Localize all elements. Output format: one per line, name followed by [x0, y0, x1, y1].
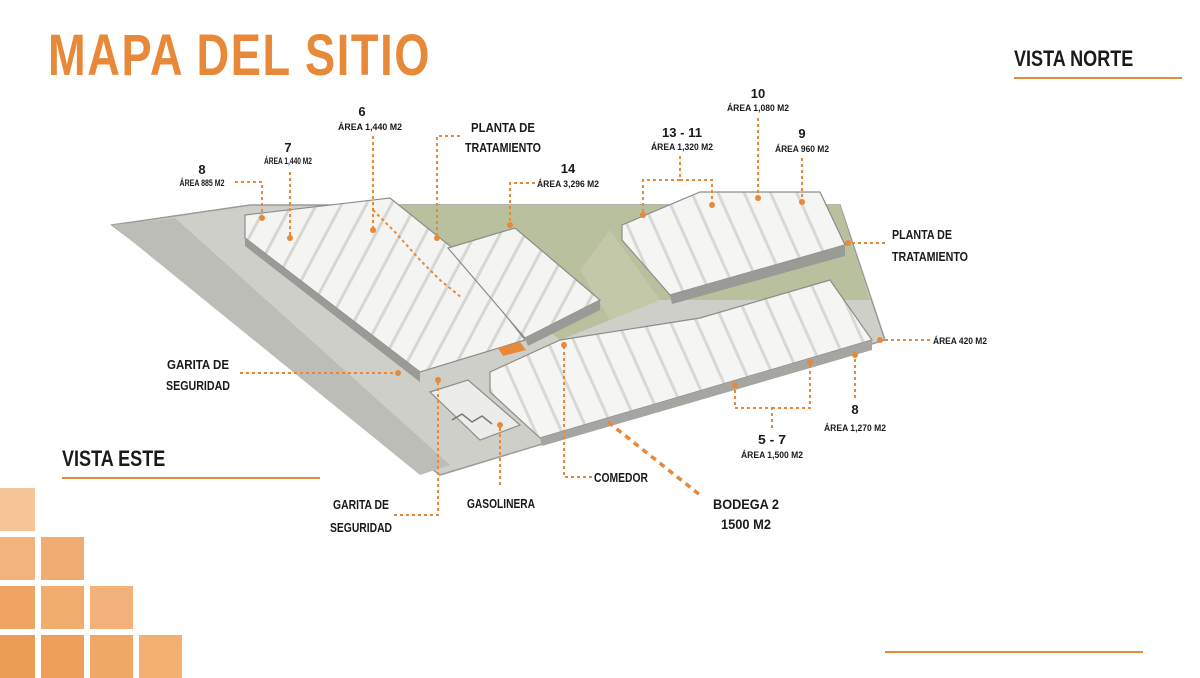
bottom-rule — [885, 651, 1143, 653]
label-b7-num: 7 — [284, 140, 291, 155]
road — [112, 218, 450, 475]
label-plant-top-line2: TRATAMIENTO — [465, 140, 541, 155]
page-title: MAPA DEL SITIO — [48, 23, 431, 88]
label-b13-11-num: 13 - 11 — [662, 125, 702, 140]
label-b14-area: ÁREA 3,296 M2 — [537, 179, 599, 189]
label-b7-area: ÁREA 1,440 M2 — [264, 156, 312, 166]
label-b6-area: ÁREA 1,440 M2 — [338, 122, 402, 132]
label-bodega2-name: BODEGA 2 — [713, 496, 779, 512]
decor-square — [90, 635, 133, 678]
gas-station-canopy-edge — [451, 413, 493, 425]
building-bodega-2-side — [540, 340, 872, 446]
label-gasolinera: GASOLINERA — [467, 496, 535, 511]
decor-square — [90, 586, 133, 629]
label-plant-right-line1: PLANTA DE — [892, 227, 952, 242]
decor-square — [41, 537, 84, 580]
decor-square — [0, 586, 35, 629]
label-area-420: ÁREA 420 M2 — [933, 336, 987, 346]
label-b5-7-num: 5 - 7 — [758, 432, 786, 447]
label-b8-right-area: ÁREA 1,270 M2 — [824, 423, 886, 433]
label-b14-num: 14 — [561, 161, 576, 176]
comedor-roof — [498, 342, 526, 356]
label-garita-left-line1: GARITA DE — [167, 357, 229, 372]
building-9-13-side — [670, 245, 845, 304]
building-bodega-2 — [489, 279, 873, 439]
decor-square — [41, 635, 84, 678]
decor-square — [0, 635, 35, 678]
label-b10-area: ÁREA 1,080 M2 — [727, 103, 789, 113]
label-plant-right-line2: TRATAMIENTO — [892, 249, 968, 264]
view-east-rule — [62, 477, 320, 479]
label-garita-bottom-line1: GARITA DE — [333, 497, 389, 512]
view-east-label: VISTA ESTE — [62, 446, 166, 471]
label-b8-right-num: 8 — [851, 402, 858, 417]
label-garita-left-line2: SEGURIDAD — [166, 378, 230, 393]
decor-square — [139, 635, 182, 678]
label-b10-num: 10 — [751, 86, 765, 101]
label-b6-num: 6 — [358, 104, 365, 119]
label-b8-left-area: ÁREA 885 M2 — [180, 178, 225, 188]
label-garita-bottom-line2: SEGURIDAD — [330, 520, 392, 535]
label-comedor: COMEDOR — [594, 470, 648, 485]
decor-square — [41, 586, 84, 629]
building-6-7-8-side — [245, 238, 420, 382]
label-b9-area: ÁREA 960 M2 — [775, 144, 829, 154]
building-14-side — [525, 300, 600, 346]
label-b5-7-area: ÁREA 1,500 M2 — [741, 450, 803, 460]
label-b9-num: 9 — [798, 126, 805, 141]
label-b13-11-area: ÁREA 1,320 M2 — [651, 142, 713, 152]
leader-lines — [235, 118, 930, 516]
green-strip — [580, 230, 660, 320]
decor-square — [0, 537, 35, 580]
decor-square — [0, 488, 35, 531]
label-plant-top-line1: PLANTA DE — [471, 120, 535, 135]
view-north-rule — [1014, 77, 1182, 79]
view-north-label: VISTA NORTE — [1014, 46, 1134, 71]
label-b8-left-num: 8 — [198, 162, 205, 177]
label-bodega2-area: 1500 M2 — [721, 516, 771, 532]
